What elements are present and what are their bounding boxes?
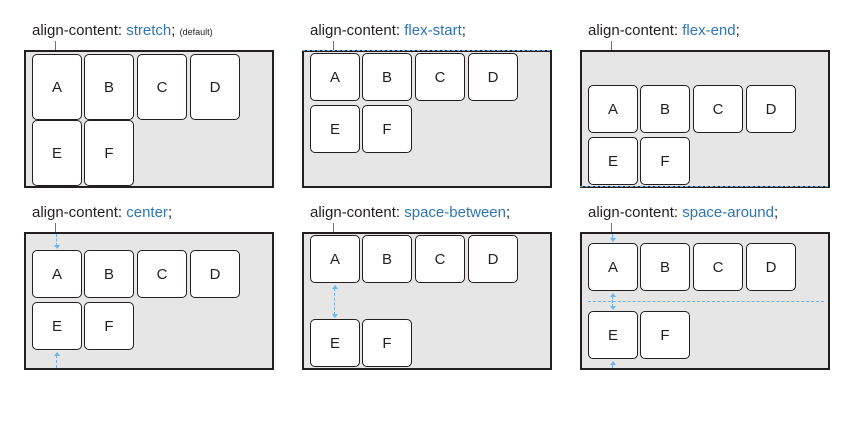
cross-end-guide: [580, 186, 828, 187]
panel-title: align-content: flex-end;: [588, 22, 740, 40]
top-gap-guide: [56, 234, 57, 246]
flex-item-a: A: [588, 85, 638, 133]
flex-item-c: C: [137, 250, 187, 298]
arrow-down-icon: [610, 306, 616, 310]
flex-item-c: C: [137, 54, 187, 120]
flex-item-e: E: [32, 120, 82, 186]
flex-item-f: F: [640, 137, 690, 185]
cross-start-guide: [302, 50, 550, 51]
flex-item-e: E: [310, 319, 360, 367]
flex-item-c: C: [693, 85, 743, 133]
property-label: align-content:: [310, 22, 401, 39]
panel-title: align-content: flex-start;: [310, 22, 466, 40]
flex-item-c: C: [693, 243, 743, 291]
flex-container: A B C D E F: [580, 232, 830, 370]
flex-container: A B C D E F: [580, 50, 830, 188]
semicolon: ;: [461, 22, 466, 39]
semicolon: ;: [735, 22, 740, 39]
between-gap-guide: [334, 288, 335, 315]
flex-item-d: D: [468, 53, 518, 101]
pointer-tick: [55, 223, 56, 232]
flex-item-d: D: [190, 250, 240, 298]
midline-guide: [588, 301, 824, 302]
flex-item-d: D: [746, 243, 796, 291]
flex-item-f: F: [84, 302, 134, 350]
flex-item-d: D: [190, 54, 240, 120]
around-gap-guide: [612, 296, 613, 307]
pointer-tick: [611, 223, 612, 232]
property-value: space-around: [682, 204, 774, 221]
property-label: align-content:: [32, 204, 123, 221]
flex-item-b: B: [362, 53, 412, 101]
arrow-up-icon: [54, 352, 60, 356]
flex-item-e: E: [32, 302, 82, 350]
flex-item-b: B: [640, 243, 690, 291]
flex-item-c: C: [415, 53, 465, 101]
property-value: stretch: [126, 22, 172, 39]
property-value: space-between: [404, 204, 506, 221]
flex-item-f: F: [640, 311, 690, 359]
flex-item-c: C: [415, 235, 465, 283]
panel-title: align-content: center;: [32, 204, 172, 222]
flex-container: A B C D E F: [24, 232, 274, 370]
flex-item-b: B: [640, 85, 690, 133]
property-label: align-content:: [310, 204, 401, 221]
top-gap-guide: [612, 234, 613, 239]
flex-container: A B C D E F: [24, 50, 274, 188]
arrow-down-icon: [332, 314, 338, 318]
pointer-tick: [333, 223, 334, 232]
arrow-down-icon: [610, 238, 616, 242]
property-label: align-content:: [588, 22, 679, 39]
flex-item-f: F: [362, 319, 412, 367]
panel-title: align-content: space-between;: [310, 204, 510, 222]
pointer-tick: [333, 41, 334, 50]
semicolon: ;: [171, 22, 176, 39]
semicolon: ;: [167, 204, 173, 221]
flex-item-b: B: [362, 235, 412, 283]
flex-item-a: A: [310, 53, 360, 101]
pointer-tick: [55, 41, 56, 50]
flex-item-a: A: [588, 243, 638, 291]
bottom-gap-guide: [612, 364, 613, 368]
flex-item-e: E: [588, 137, 638, 185]
semicolon: ;: [773, 204, 779, 221]
arrow-up-icon: [610, 361, 616, 365]
bottom-gap-guide: [56, 355, 57, 368]
arrow-up-icon: [332, 285, 338, 289]
property-value: flex-end: [682, 22, 736, 39]
flex-item-e: E: [310, 105, 360, 153]
flex-item-a: A: [310, 235, 360, 283]
flex-container: A B C D E F: [302, 50, 552, 188]
panel-title: align-content: stretch; (default): [32, 22, 213, 41]
flex-item-d: D: [468, 235, 518, 283]
property-value: flex-start: [404, 22, 462, 39]
arrow-down-icon: [54, 245, 60, 249]
property-value: center: [126, 204, 168, 221]
semicolon: ;: [505, 204, 511, 221]
flex-item-f: F: [84, 120, 134, 186]
property-label: align-content:: [32, 22, 123, 39]
pointer-tick: [611, 41, 612, 50]
flex-container: A B C D E F: [302, 232, 552, 370]
flex-item-e: E: [588, 311, 638, 359]
flex-item-d: D: [746, 85, 796, 133]
flex-item-a: A: [32, 250, 82, 298]
flex-item-f: F: [362, 105, 412, 153]
panel-title: align-content: space-around;: [588, 204, 778, 222]
default-note: (default): [179, 27, 213, 37]
flex-item-b: B: [84, 54, 134, 120]
flex-item-b: B: [84, 250, 134, 298]
property-label: align-content:: [588, 204, 679, 221]
flex-item-a: A: [32, 54, 82, 120]
arrow-up-icon: [610, 293, 616, 297]
